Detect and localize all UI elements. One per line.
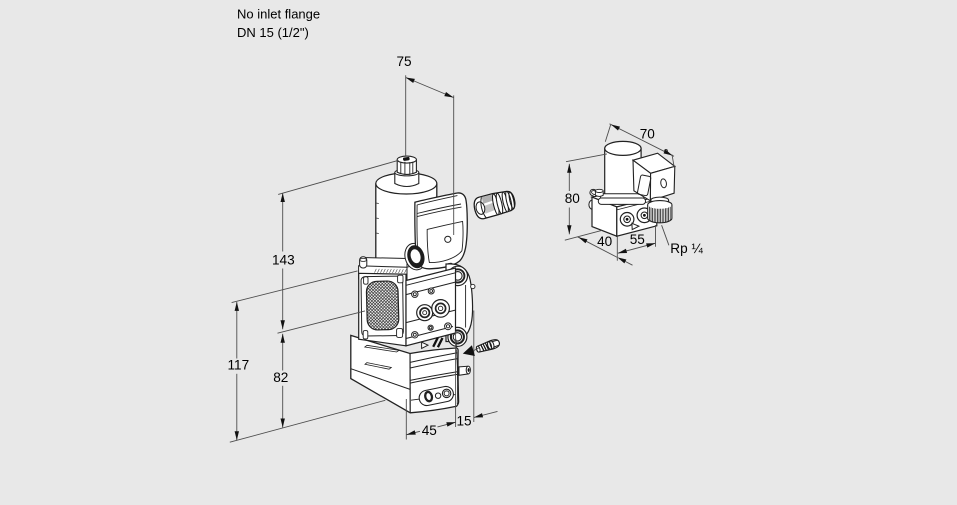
svg-text:40: 40 [597,234,613,249]
svg-text:80: 80 [565,191,581,206]
svg-text:82: 82 [273,370,288,385]
svg-text:No inlet flange: No inlet flange [237,6,320,21]
svg-text:45: 45 [422,423,437,438]
svg-text:117: 117 [227,358,249,373]
svg-text:143: 143 [272,253,295,268]
svg-text:75: 75 [396,54,411,69]
svg-text:70: 70 [640,127,656,142]
svg-text:55: 55 [630,232,645,247]
svg-text:15: 15 [456,413,471,428]
svg-text:Rp ¼: Rp ¼ [670,241,703,256]
svg-text:DN 15 (1/2"): DN 15 (1/2") [237,25,309,40]
